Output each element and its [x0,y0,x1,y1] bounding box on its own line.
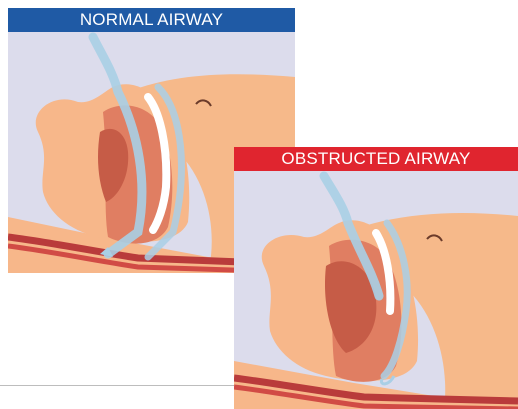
obstructed-airway-title: OBSTRUCTED AIRWAY [234,147,518,171]
obstructed-airway-panel: OBSTRUCTED AIRWAY [234,147,518,409]
normal-airway-title: NORMAL AIRWAY [8,8,295,32]
divider-line [0,385,236,386]
obstructed-airway-illustration [234,171,518,409]
